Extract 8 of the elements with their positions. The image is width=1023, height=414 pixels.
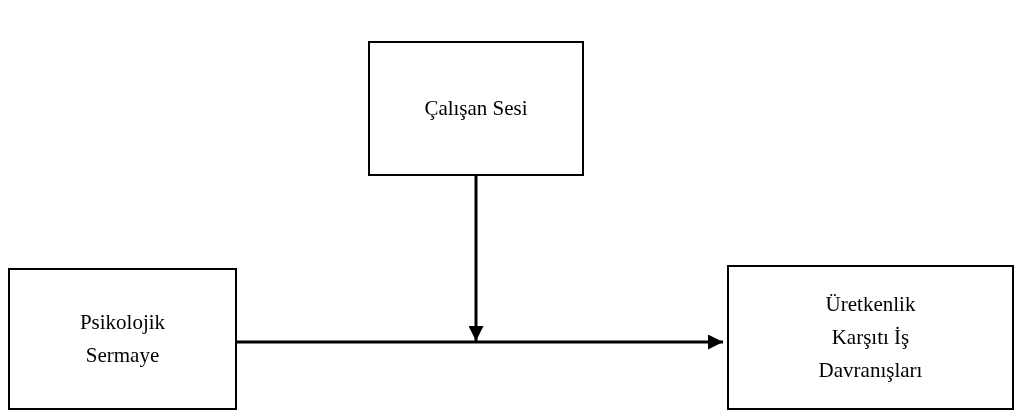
- arrow: [237, 334, 723, 350]
- box-label: Psikolojik Sermaye: [78, 309, 167, 369]
- concept-box: [727, 265, 1014, 410]
- concept-box: [368, 41, 584, 176]
- concept-box: [8, 268, 237, 410]
- box-label: Çalışan Sesi: [424, 95, 528, 122]
- arrow: [468, 176, 484, 341]
- box-label: Üretkenlik Karşıtı İş Davranışları: [817, 291, 924, 384]
